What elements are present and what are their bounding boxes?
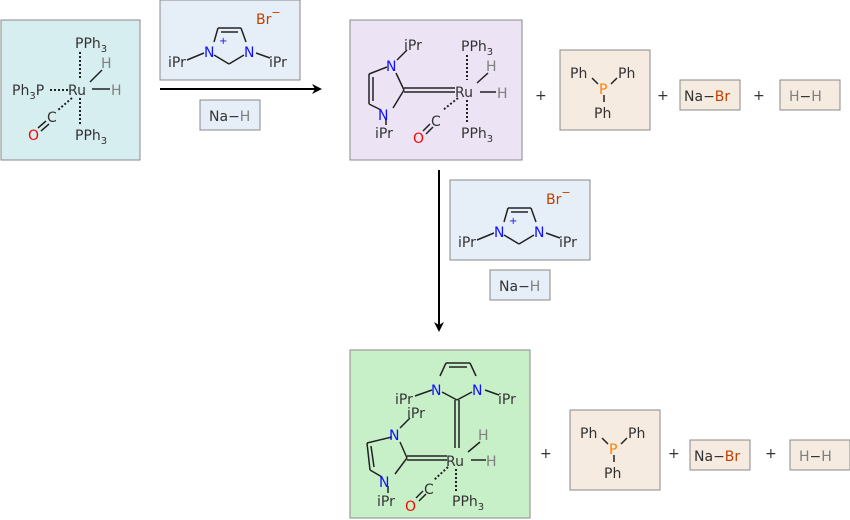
ruthenium-label: Ru [68, 83, 86, 99]
sodium-bromide-byproduct: Na−Br [679, 79, 741, 111]
plus-sign: + [753, 88, 765, 104]
plus-sign: + [540, 446, 552, 462]
svg-text:Ph: Ph [580, 426, 597, 442]
svg-text:C: C [424, 482, 434, 498]
nitrogen-label: N [378, 108, 388, 124]
reagent-box [159, 0, 301, 81]
carbonyl-carbon: C [47, 110, 57, 126]
svg-text:N: N [494, 225, 504, 241]
plus-sign: + [668, 446, 680, 462]
svg-text:Ph: Ph [618, 66, 635, 82]
svg-text:Ph: Ph [604, 466, 621, 482]
cation-charge: + [219, 36, 227, 47]
imidazolium-bromide-reagent: N + N iPr iPr Br− [159, 0, 301, 81]
bis-nhc-ruthenium-product: N N iPr iPr N N iPr iPr Ru H H C O PPh3 [349, 349, 531, 519]
hydride-label: H [111, 83, 122, 99]
svg-text:+: + [509, 216, 517, 227]
svg-text:Na−Br: Na−Br [684, 89, 730, 105]
reactant-box [0, 19, 141, 161]
svg-text:Br−: Br− [546, 186, 571, 208]
svg-text:H: H [478, 428, 489, 444]
svg-text:iPr: iPr [498, 392, 516, 408]
svg-text:Na−H: Na−H [499, 279, 540, 295]
svg-text:Na−Br: Na−Br [694, 449, 740, 465]
svg-text:H−H: H−H [799, 449, 832, 465]
ruthenium-label: Ru [455, 85, 473, 101]
nitrogen-label: N [204, 45, 214, 61]
plus-sign: + [765, 446, 777, 462]
svg-text:O: O [405, 499, 416, 515]
pph3-top: PPh3 [461, 39, 493, 58]
sodium-hydride-reagent: Na−H [199, 99, 261, 131]
hydride-label: H [486, 59, 497, 75]
svg-text:H−H: H−H [789, 89, 822, 105]
svg-text:N: N [472, 383, 482, 399]
svg-text:P: P [609, 442, 617, 458]
svg-text:PPh3: PPh3 [452, 494, 484, 513]
pph3-bottom: PPh3 [75, 128, 107, 147]
svg-text:P: P [599, 82, 607, 98]
svg-text:iPr: iPr [559, 235, 577, 251]
imidazolium-bromide-reagent: N + N iPr iPr Br− [449, 179, 591, 261]
hydride-label: H [101, 56, 112, 72]
bromide-label: Br− [256, 6, 281, 28]
svg-text:N: N [534, 225, 544, 241]
svg-text:Ph: Ph [628, 426, 645, 442]
hydride-label: H [497, 86, 508, 102]
product1-box [349, 19, 523, 161]
svg-text:Ph: Ph [570, 66, 587, 82]
sodium-bromide-byproduct: Na−Br [689, 439, 751, 471]
ruthenium-label: Ru [446, 454, 464, 470]
svg-text:N: N [379, 475, 389, 491]
nitrogen-label: N [386, 59, 396, 75]
carbonyl-oxygen: O [413, 131, 424, 147]
hydrogen-byproduct: H−H [789, 439, 850, 471]
svg-text:iPr: iPr [395, 392, 413, 408]
isopropyl-label: iPr [269, 55, 287, 71]
triphenylphosphine-byproduct: Ph Ph P Ph [569, 409, 661, 491]
svg-text:iPr: iPr [407, 406, 425, 422]
isopropyl-label: iPr [404, 38, 422, 54]
pph3-bottom: PPh3 [461, 126, 493, 145]
nitrogen-label: N [244, 45, 254, 61]
pph3-top: PPh3 [75, 36, 107, 55]
product2-box [349, 349, 531, 519]
isopropyl-label: iPr [168, 55, 186, 71]
mono-nhc-ruthenium-product: N N iPr iPr Ru PPh3 PPh3 H H C O [349, 19, 523, 161]
triphenylphosphine-byproduct: Ph Ph P Ph [559, 49, 651, 131]
plus-sign: + [535, 88, 547, 104]
svg-text:N: N [389, 428, 399, 444]
plus-sign: + [657, 88, 669, 104]
svg-text:N: N [431, 383, 441, 399]
carbonyl-carbon: C [431, 114, 441, 130]
svg-text:Ph: Ph [594, 106, 611, 122]
hydrogen-byproduct: H−H [779, 79, 841, 111]
svg-text:H: H [486, 454, 497, 470]
svg-text:iPr: iPr [458, 235, 476, 251]
carbonyl-oxygen: O [28, 128, 39, 144]
ph3p-left: Ph3P [12, 83, 44, 102]
svg-text:Na−H: Na−H [209, 109, 250, 125]
sodium-hydride-reagent: Na−H [489, 269, 551, 301]
reactant-ruthenium-complex: Ru PPh3 PPh3 Ph3P H H C O [0, 19, 141, 161]
isopropyl-label: iPr [375, 126, 393, 142]
svg-text:iPr: iPr [377, 494, 395, 510]
